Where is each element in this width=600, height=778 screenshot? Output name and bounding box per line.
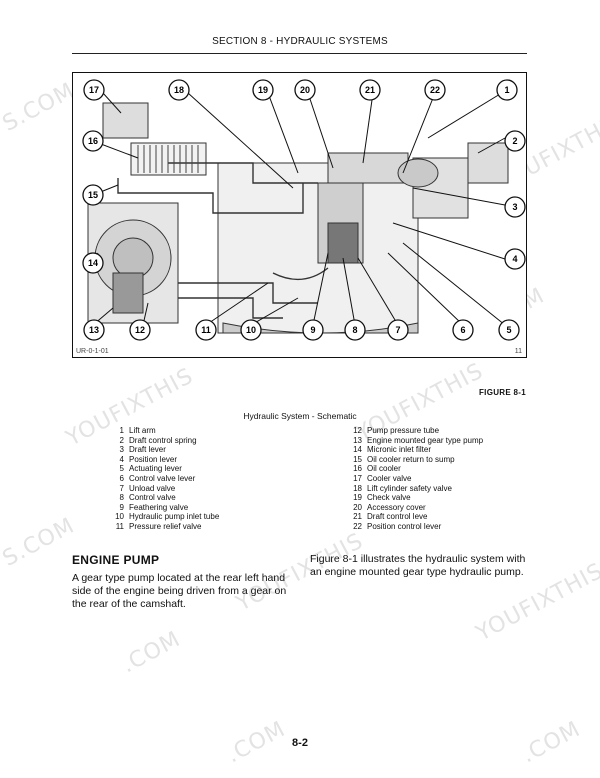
body-paragraph-right: Figure 8-1 illustrates the hydraulic sys… [310,553,526,578]
callout-7: 7 [395,325,400,335]
figure-code: UR-0-1-01 [76,348,109,355]
callout-4: 4 [512,254,517,264]
callout-2: 2 [512,136,517,146]
callout-21: 21 [365,85,375,95]
hydraulic-schematic-figure: 17 18 19 20 21 22 1 2 3 4 5 6 7 8 9 10 1… [72,72,527,358]
figure-mark: 11 [514,348,522,355]
callout-17: 17 [89,85,99,95]
watermark: .COM [117,626,185,679]
callout-1: 1 [504,85,509,95]
callout-12: 12 [135,325,145,335]
body-paragraph-left: A gear type pump located at the rear lef… [72,572,287,610]
figure-caption: Hydraulic System - Schematic [243,411,357,421]
watermark: S.COM [0,513,79,572]
callout-15: 15 [88,190,98,200]
callout-3: 3 [512,202,517,212]
figure-label: FIGURE 8-1 [478,388,526,397]
callout-11: 11 [201,325,211,335]
callout-8: 8 [352,325,357,335]
section-header: SECTION 8 - HYDRAULIC SYSTEMS [212,36,388,47]
section-title: ENGINE PUMP [72,553,160,567]
callout-20: 20 [300,85,310,95]
page-number: 8-2 [292,737,308,749]
callout-14: 14 [88,258,98,268]
callout-22: 22 [430,85,440,95]
schematic-drawing: 17 18 19 20 21 22 1 2 3 4 5 6 7 8 9 10 1… [82,79,526,341]
watermark: S.COM [0,78,79,137]
callout-13: 13 [89,325,99,335]
callout-10: 10 [246,325,256,335]
callout-16: 16 [88,136,98,146]
callout-18: 18 [174,85,184,95]
callout-9: 9 [310,325,315,335]
callout-6: 6 [460,325,465,335]
callout-19: 19 [258,85,268,95]
callout-5: 5 [506,325,511,335]
header-rule [72,53,527,54]
